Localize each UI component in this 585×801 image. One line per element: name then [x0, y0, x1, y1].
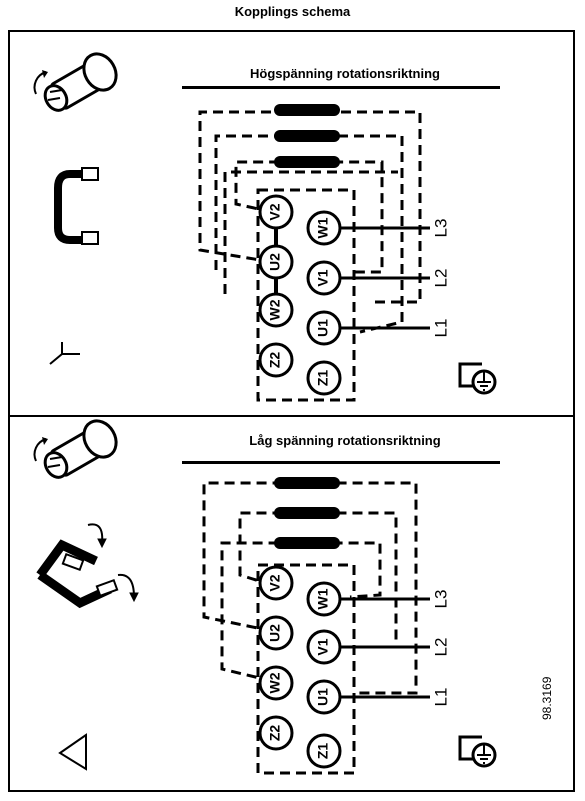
terminal-label: W1 [315, 217, 331, 238]
title-rule [182, 86, 500, 89]
terminal-W1: W1 [306, 581, 342, 617]
terminal-label: W2 [267, 299, 283, 320]
terminal-label: W2 [267, 672, 283, 693]
terminal-V1: V1 [306, 629, 342, 665]
terminal-label: Z2 [267, 725, 283, 742]
terminal-Z2: Z2 [258, 715, 294, 751]
terminal-Z1: Z1 [306, 733, 342, 769]
line-label-L1: L1 [431, 319, 450, 338]
terminal-V1: V1 [306, 260, 342, 296]
panel-high-voltage: Högspänning rotationsriktning [10, 32, 573, 415]
terminal-label: Z1 [315, 370, 331, 387]
terminal-U2: U2 [258, 244, 294, 280]
line-label-L3: L3 [431, 590, 450, 609]
panel-title-low: Låg spänning rotationsriktning [249, 433, 441, 448]
winding-coils [274, 477, 340, 549]
panel-title-high: Högspänning rotationsriktning [250, 66, 440, 81]
terminal-label: U2 [267, 624, 283, 642]
supply-lines [340, 226, 430, 330]
winding-coils [274, 104, 340, 168]
ground-icon [458, 735, 497, 768]
terminal-label: U1 [315, 319, 331, 337]
motor-rotation-icon [33, 52, 118, 112]
terminal-label: Z1 [315, 743, 331, 760]
terminal-U1: U1 [306, 310, 342, 346]
terminal-label: V2 [267, 574, 283, 591]
line-label-L2: L2 [431, 638, 450, 657]
terminal-label: W1 [315, 588, 331, 609]
diagram-frame [8, 30, 575, 792]
terminal-V2: V2 [258, 565, 294, 601]
line-label-L3: L3 [431, 219, 450, 238]
terminal-label: V2 [267, 203, 283, 220]
terminal-box [256, 188, 356, 402]
ground-icon [458, 362, 497, 395]
line-label-L1: L1 [431, 688, 450, 707]
terminal-V2: V2 [258, 194, 294, 230]
terminal-U2: U2 [258, 615, 294, 651]
document-code: 98.3169 [540, 676, 554, 720]
terminal-box [256, 563, 356, 775]
line-label-L2: L2 [431, 269, 450, 288]
terminal-W2: W2 [258, 292, 294, 328]
supply-lines [340, 597, 430, 699]
panel-divider [8, 415, 575, 417]
terminal-label: U2 [267, 253, 283, 271]
terminal-label: V1 [315, 269, 331, 286]
terminal-Z1: Z1 [306, 360, 342, 396]
motor-rotation-icon [33, 419, 118, 479]
terminal-label: U1 [315, 688, 331, 706]
terminal-U1: U1 [306, 679, 342, 715]
panel-low-voltage: Låg spänning rotationsriktning [10, 417, 573, 790]
delta-symbol-icon [58, 733, 87, 771]
star-bridge-icon [54, 167, 99, 245]
page-title: Kopplings schema [234, 4, 351, 19]
terminal-W1: W1 [306, 210, 342, 246]
terminal-label: Z2 [267, 352, 283, 369]
terminal-Z2: Z2 [258, 342, 294, 378]
wiring-diagram-high: V2 W1 U2 V1 W2 U1 Z2 Z1 L3 L2 L1 [33, 52, 497, 402]
title-rule [182, 461, 500, 464]
terminal-label: V1 [315, 638, 331, 655]
star-symbol-icon [49, 342, 80, 365]
terminal-W2: W2 [258, 665, 294, 701]
delta-bridge-icon [36, 523, 139, 609]
wiring-diagram-low: V2 W1 U2 V1 W2 U1 Z2 Z1 L3 L2 L1 [33, 419, 497, 775]
